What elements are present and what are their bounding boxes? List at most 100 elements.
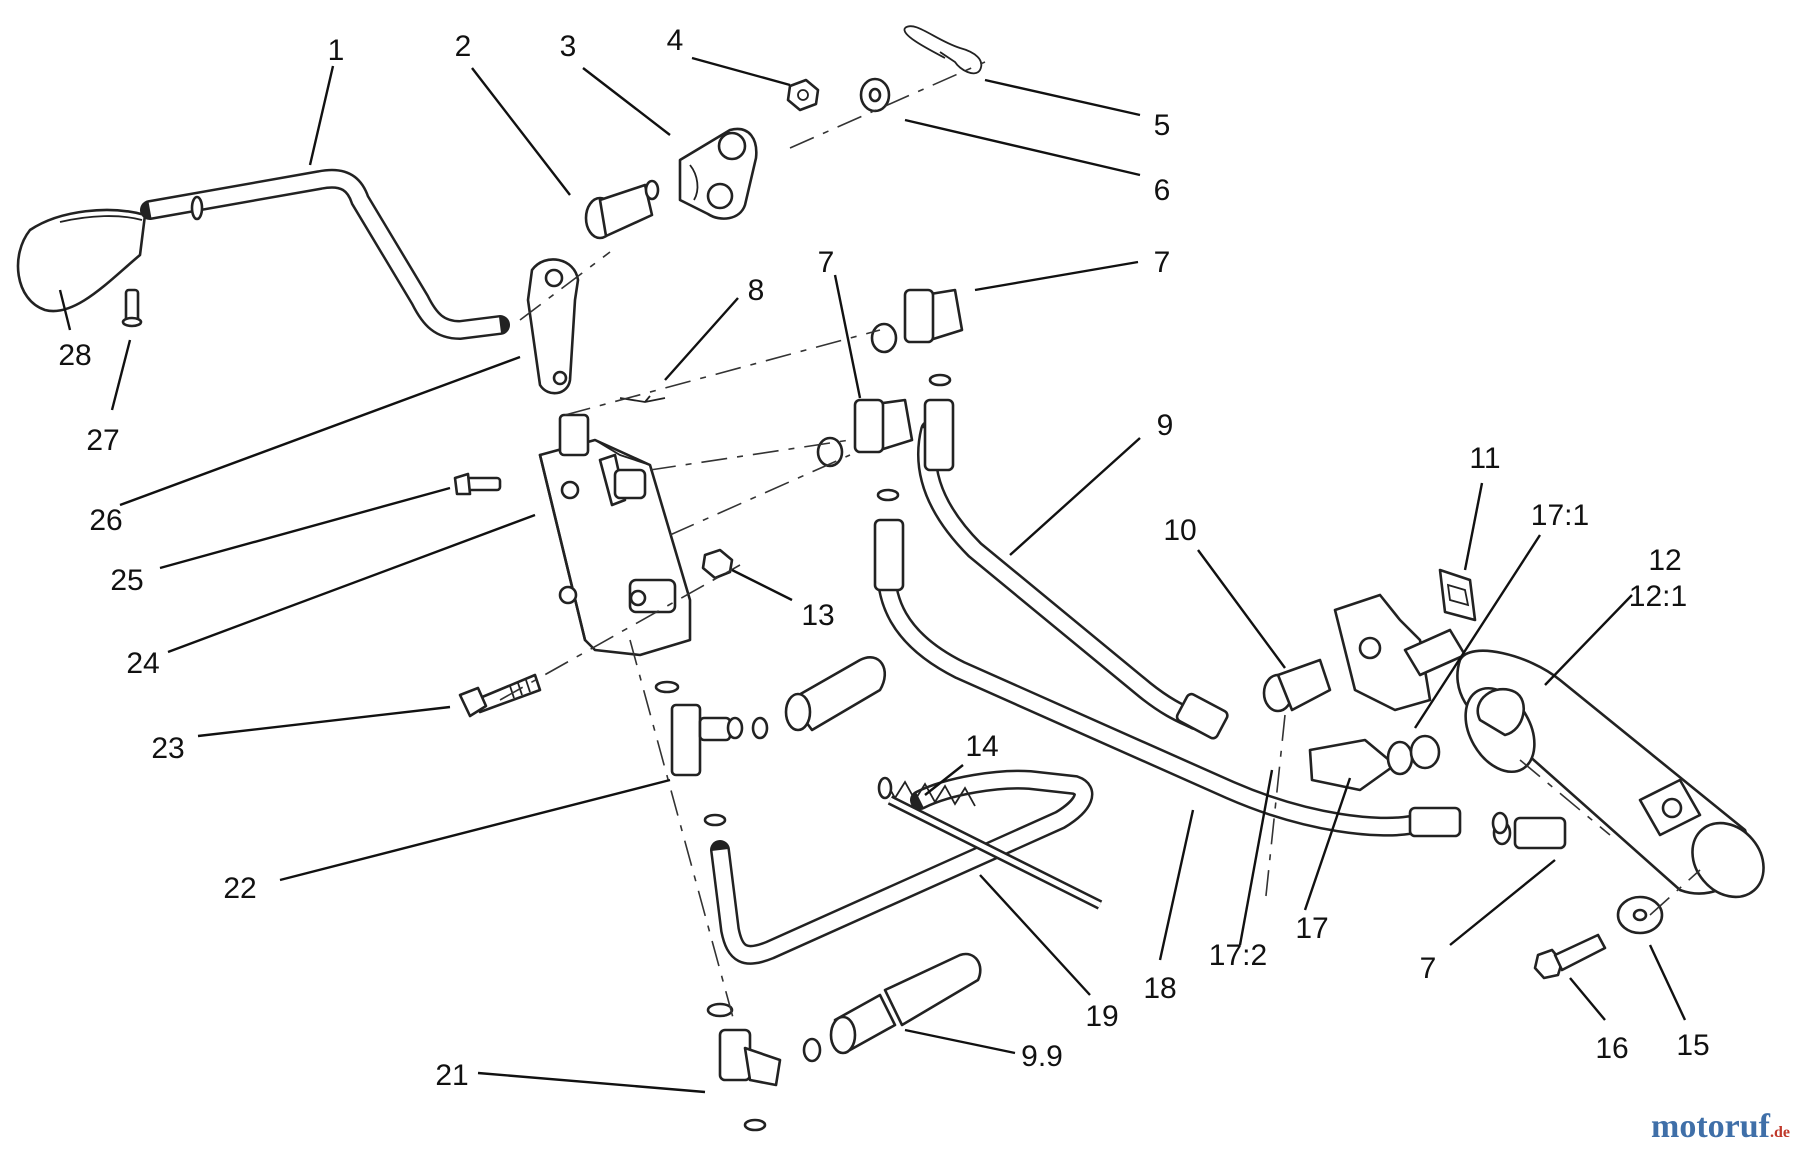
callout-27: 27 xyxy=(86,424,119,457)
leader-4 xyxy=(691,56,791,87)
callout-labels: 1 2 3 4 5 6 7 7 7 8 9 10 11 17:1 12 12:1… xyxy=(58,24,1709,1092)
cylinder-washer xyxy=(1616,895,1664,935)
leader-21 xyxy=(477,1071,706,1094)
hairpin-clip xyxy=(903,25,983,75)
leader-9-9 xyxy=(904,1028,1016,1055)
spool-clip xyxy=(619,395,666,403)
elbow-fitting xyxy=(706,1002,822,1132)
valve-small-bolt xyxy=(453,472,502,496)
plug xyxy=(1262,658,1332,713)
elbow-fitting-upper xyxy=(870,288,964,354)
parts-drawing xyxy=(16,25,1765,1132)
pivot-washer xyxy=(859,77,891,113)
leader-13 xyxy=(731,568,793,602)
lever-knob xyxy=(16,208,147,313)
elbow-fitting-middle xyxy=(816,398,914,468)
spring xyxy=(877,776,976,807)
callout-17-1: 17:1 xyxy=(1531,499,1589,532)
leader-25 xyxy=(159,486,451,570)
callout-23: 23 xyxy=(151,732,184,765)
leader-28 xyxy=(58,289,72,331)
valve-long-bolt xyxy=(458,673,542,718)
leader-17-1 xyxy=(1413,534,1542,729)
callout-3: 3 xyxy=(560,30,577,63)
hydraulic-hose-18 xyxy=(873,518,1462,838)
leader-19 xyxy=(979,874,1091,996)
lever-rod xyxy=(140,168,510,341)
leader-3 xyxy=(582,67,671,136)
cylinder-bolt xyxy=(1533,933,1607,980)
leader-10 xyxy=(1197,549,1286,669)
callout-5: 5 xyxy=(1154,109,1171,142)
callout-24: 24 xyxy=(126,647,159,680)
pivot-nut xyxy=(786,78,820,112)
hose-fitting-9-9 xyxy=(829,952,982,1055)
leader-2 xyxy=(471,67,571,196)
callout-25: 25 xyxy=(110,564,143,597)
callout-18: 18 xyxy=(1143,972,1176,1005)
callout-7a: 7 xyxy=(818,246,835,279)
cylinder-elbow-17 xyxy=(1308,734,1441,792)
callout-15: 15 xyxy=(1676,1029,1709,1062)
tee-fitting xyxy=(654,680,744,827)
pivot-clevis xyxy=(678,127,758,220)
callout-11: 11 xyxy=(1469,442,1500,475)
leader-7b xyxy=(974,260,1139,292)
callout-7c: 7 xyxy=(1420,952,1437,985)
callout-22: 22 xyxy=(223,872,256,905)
leader-7c xyxy=(1449,859,1556,946)
callout-12: 12 xyxy=(1648,544,1681,577)
leader-6 xyxy=(904,118,1141,177)
callout-9-9: 9.9 xyxy=(1021,1040,1063,1073)
hydraulic-cylinder xyxy=(1333,593,1765,899)
callout-16: 16 xyxy=(1595,1032,1628,1065)
callout-4: 4 xyxy=(667,24,684,57)
o-rings xyxy=(876,373,1509,835)
leader-17 xyxy=(1303,777,1352,911)
callout-28: 28 xyxy=(58,339,91,372)
leader-lines xyxy=(58,56,1687,1094)
leader-11 xyxy=(1463,482,1484,571)
leader-5 xyxy=(984,78,1141,117)
callout-26: 26 xyxy=(89,504,122,537)
callout-8: 8 xyxy=(748,274,765,307)
callout-2: 2 xyxy=(455,30,472,63)
leader-7a xyxy=(833,274,862,399)
watermark-tld: .de xyxy=(1770,1124,1790,1141)
knob-screw xyxy=(121,288,143,328)
leader-26 xyxy=(119,355,521,507)
leader-9 xyxy=(1009,437,1141,556)
hydraulic-hose-9 xyxy=(917,398,1229,740)
leader-8 xyxy=(664,297,739,381)
leader-16 xyxy=(1569,977,1606,1021)
callout-12-1: 12:1 xyxy=(1629,580,1687,613)
watermark-logo: motoruf.de xyxy=(1651,1108,1790,1146)
leader-15 xyxy=(1648,944,1687,1021)
callout-6: 6 xyxy=(1154,174,1171,207)
leader-1 xyxy=(308,65,335,166)
leader-27 xyxy=(110,339,132,411)
straight-fitting xyxy=(751,656,886,740)
pivot-bolt xyxy=(584,179,660,240)
alignment-lines xyxy=(499,61,1701,1026)
callout-14: 14 xyxy=(965,730,998,763)
leader-22 xyxy=(279,778,671,882)
leader-12 xyxy=(1544,594,1633,686)
leader-23 xyxy=(197,705,451,738)
callout-10: 10 xyxy=(1163,514,1196,547)
leader-18 xyxy=(1158,809,1195,961)
callout-17-2: 17:2 xyxy=(1209,939,1267,972)
lever-arm-plate xyxy=(526,258,580,395)
callout-17: 17 xyxy=(1295,912,1328,945)
leader-14 xyxy=(924,764,964,796)
bracket-clip xyxy=(1438,568,1477,622)
valve-nut xyxy=(701,548,734,580)
control-valve-body xyxy=(538,413,692,657)
leader-24 xyxy=(167,513,536,654)
callout-19: 19 xyxy=(1085,1000,1118,1033)
bent-rod xyxy=(710,769,1103,965)
callout-9: 9 xyxy=(1157,409,1174,442)
callout-21: 21 xyxy=(435,1059,468,1092)
watermark-brand: motoruf xyxy=(1651,1108,1770,1145)
